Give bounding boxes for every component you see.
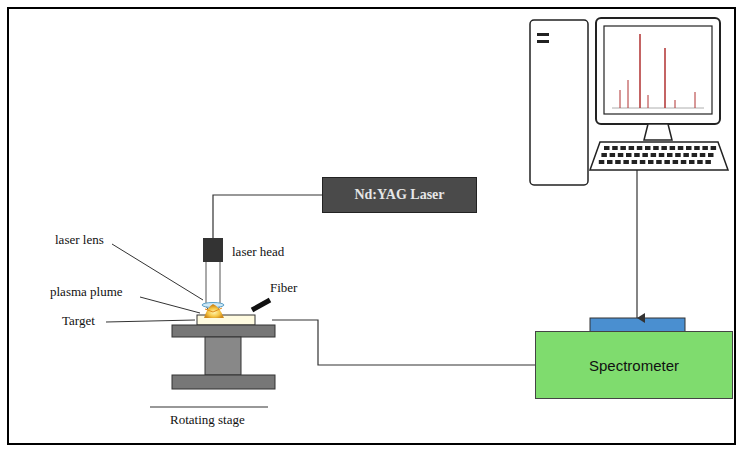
part-label: Fiber bbox=[270, 280, 297, 296]
leader-line bbox=[140, 297, 200, 313]
part-label: laser lens bbox=[55, 232, 104, 248]
stage-plate bbox=[172, 325, 275, 337]
laser-cable bbox=[213, 195, 322, 238]
leader-line bbox=[112, 244, 203, 300]
plasma-plume-symbol bbox=[204, 304, 224, 318]
data-arrow bbox=[636, 145, 637, 318]
spectrometer-port bbox=[590, 318, 685, 332]
laser-box: Nd:YAG Laser bbox=[322, 177, 477, 213]
part-label: plasma plume bbox=[50, 284, 123, 300]
part-label: laser head bbox=[232, 244, 284, 260]
node-text: Spectrometer bbox=[589, 357, 679, 374]
part-label: Rotating stage bbox=[170, 412, 245, 428]
frame bbox=[8, 8, 735, 444]
laser-head-symbol bbox=[203, 238, 223, 262]
computer-monitor bbox=[596, 18, 720, 124]
stage-floor bbox=[150, 406, 268, 407]
stage-column bbox=[205, 337, 241, 375]
fiber-tip bbox=[252, 300, 270, 310]
computer-tower bbox=[530, 20, 588, 185]
keyboard bbox=[590, 142, 728, 170]
stage-base bbox=[172, 375, 275, 389]
node-text: Nd:YAG Laser bbox=[354, 187, 444, 203]
spectrometer-box: Spectrometer bbox=[535, 331, 733, 399]
fiber-cable bbox=[272, 320, 535, 365]
leader-line bbox=[106, 320, 195, 322]
part-label: Target bbox=[62, 313, 95, 329]
